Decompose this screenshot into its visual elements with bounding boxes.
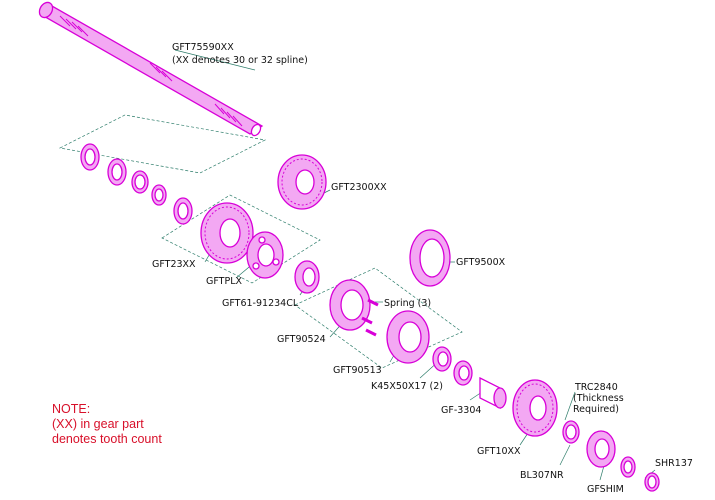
label-shaft-note: (XX denotes 30 or 32 spline) bbox=[172, 55, 308, 66]
label-gft90524: GFT90524 bbox=[277, 334, 326, 345]
clutch-gft90513 bbox=[386, 310, 430, 364]
sleeve-gf3304 bbox=[479, 376, 507, 410]
label-gft2300: GFT2300XX bbox=[331, 182, 387, 193]
clutch-gft90524 bbox=[329, 279, 371, 331]
gear-gft23 bbox=[200, 202, 254, 264]
note-line-2: (XX) in gear part bbox=[52, 417, 144, 431]
group-outline-clutch bbox=[294, 267, 463, 369]
gear-gft10 bbox=[512, 379, 558, 437]
label-trc2840: TRC2840 bbox=[574, 382, 618, 393]
label-gfshim: GFSHIM bbox=[587, 484, 624, 495]
label-gft90513: GFT90513 bbox=[333, 365, 382, 376]
bearing-gft61 bbox=[294, 260, 320, 294]
leader-trc2840 bbox=[564, 391, 576, 421]
washer-1 bbox=[80, 143, 100, 171]
washer-4 bbox=[151, 184, 167, 206]
washer-3 bbox=[131, 170, 149, 194]
label-gft10: GFT10XX bbox=[477, 446, 521, 457]
leader-shaft bbox=[174, 49, 256, 71]
shim-gfshim bbox=[620, 456, 636, 478]
label-thickness2: Required) bbox=[573, 404, 619, 415]
label-spring: Spring (3) bbox=[384, 298, 431, 309]
shaft-part bbox=[38, 1, 264, 137]
snapring-shr137 bbox=[644, 472, 660, 492]
group-outline-washers bbox=[58, 114, 267, 174]
label-gft61: GFT61-91234CL bbox=[222, 298, 299, 309]
washer-trc2840 bbox=[562, 420, 580, 444]
note-line-1: NOTE: bbox=[52, 402, 90, 416]
label-thickness1: (Thickness bbox=[573, 393, 624, 404]
leader-bl307 bbox=[559, 444, 571, 466]
washer-2 bbox=[107, 158, 127, 186]
label-gftplx: GFTPLX bbox=[206, 276, 242, 287]
carrier-gftplx bbox=[246, 231, 284, 279]
label-gft9500: GFT9500X bbox=[456, 257, 506, 268]
label-shaft: GFT75590XX bbox=[172, 42, 234, 53]
label-gf3304: GF-3304 bbox=[441, 405, 481, 416]
bearing-bl307 bbox=[586, 430, 616, 468]
label-shr137: SHR137 bbox=[655, 458, 693, 469]
label-bl307: BL307NR bbox=[520, 470, 564, 481]
bearing-k45-1 bbox=[432, 346, 452, 372]
ring-gft9500 bbox=[409, 229, 451, 287]
springs bbox=[361, 298, 379, 337]
bearing-k45-2 bbox=[453, 360, 473, 386]
gear-gft2300 bbox=[277, 154, 327, 210]
label-k45: K45X50X17 (2) bbox=[371, 381, 443, 392]
note-line-3: denotes tooth count bbox=[52, 432, 162, 446]
bearing-small bbox=[173, 197, 193, 225]
label-gft23: GFT23XX bbox=[152, 259, 196, 270]
group-outline-planet bbox=[161, 194, 321, 284]
